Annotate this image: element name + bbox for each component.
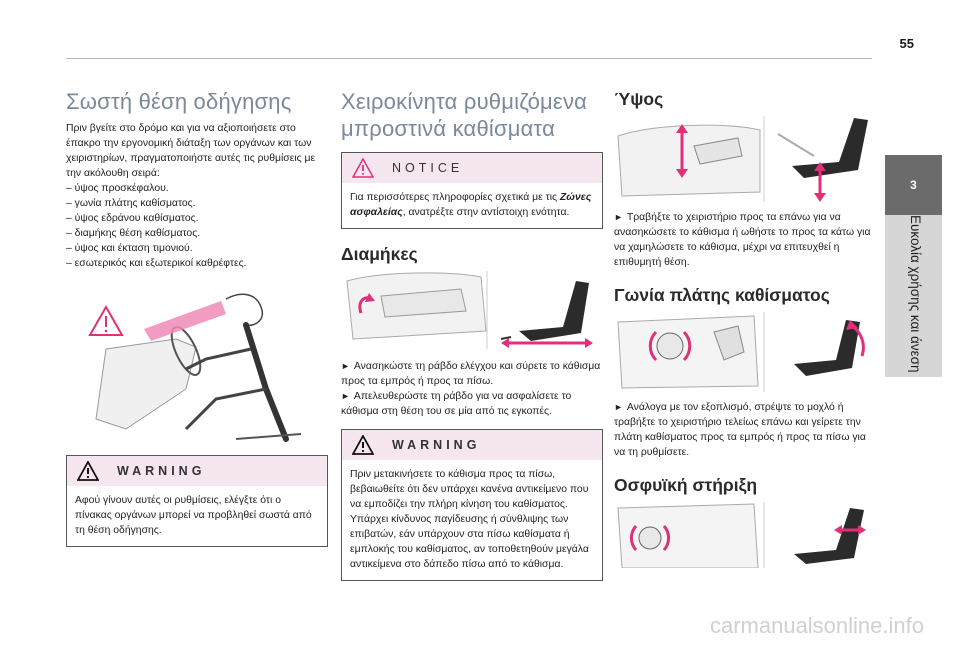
notice-text-part: Για περισσότερες πληροφορίες σχετικά με … [350, 192, 560, 203]
column-manual-seats: Χειροκίνητα ρυθμιζόμενα μπροστινά καθίσμ… [341, 82, 603, 581]
seat-belts-link-text: Ζώνες ασφαλείας [350, 192, 592, 218]
notice-box: NOTICE Για περισσότερες πληροφορίες σχετ… [341, 152, 603, 229]
step-arrow-icon: ► [614, 402, 623, 412]
warning-box-seat-movement: WARNING Πριν μετακινήσετε το κάθισμα προ… [341, 429, 603, 581]
notice-header: NOTICE [342, 153, 602, 183]
step-text: Ανασηκώστε τη ράβδο ελέγχου και σύρετε τ… [341, 361, 601, 387]
step-text: Απελευθερώστε τη ράβδο για να ασφαλίσετε… [341, 391, 572, 417]
section-heading-driving-position: Σωστή θέση οδήγησης [66, 89, 292, 114]
section-heading-lumbar: Οσφυϊκή στήριξη [614, 475, 758, 495]
chapter-title: Ευκολία χρήσης και άνεση [908, 215, 923, 373]
column-driving-position: Σωστή θέση οδήγησης Πριν βγείτε στο δρόμ… [66, 82, 328, 547]
notice-title: NOTICE [392, 161, 464, 175]
warning-triangle-icon [77, 461, 99, 481]
list-item: γωνία πλάτης καθίσματος. [66, 196, 328, 211]
section-heading-longitudinal: Διαμήκες [341, 244, 418, 264]
driving-position-illustration [66, 279, 328, 449]
notice-triangle-icon [352, 158, 374, 178]
warning-box-driving-position: WARNING Αφού γίνουν αυτές οι ρυθμίσεις, … [66, 455, 328, 547]
warning-triangle-icon [88, 304, 124, 336]
warning-triangle-icon [352, 435, 374, 455]
height-step: ►Τραβήξτε το χειριστήριο προς τα επάνω γ… [614, 210, 876, 270]
list-item: εσωτερικός και εξωτερικοί καθρέφτες. [66, 256, 328, 271]
watermark: carmanualsonline.info [709, 613, 924, 638]
notice-text-part: , ανατρέξτε στην αντίστοιχη ενότητα. [402, 207, 570, 218]
warning-text: Αφού γίνουν αυτές οι ρυθμίσεις, ελέγξτε … [75, 495, 312, 536]
list-item: ύψος εδράνου καθίσματος. [66, 211, 328, 226]
height-illustration [614, 116, 876, 202]
warning-header: WARNING [342, 430, 602, 460]
section-heading-manual-seats: Χειροκίνητα ρυθμιζόμενα μπροστινά καθίσμ… [341, 89, 588, 141]
warning-header: WARNING [67, 456, 327, 486]
step-text: Ανάλογα με τον εξοπλισμό, στρέψτε το μοχ… [614, 402, 866, 458]
backrest-illustration [614, 312, 876, 392]
warning-text: Πριν μετακινήσετε το κάθισμα προς τα πίσ… [350, 469, 589, 570]
longitudinal-illustration [341, 271, 603, 353]
driving-position-intro: Πριν βγείτε στο δρόμο και για να αξιοποι… [66, 123, 316, 179]
list-item: ύψος προσκέφαλου. [66, 181, 328, 196]
chapter-number: 3 [885, 155, 942, 215]
list-item: ύψος και έκταση τιμονιού. [66, 241, 328, 256]
lumbar-illustration [614, 502, 876, 569]
notice-text: Για περισσότερες πληροφορίες σχετικά με … [342, 183, 602, 228]
page-number: 55 [899, 36, 914, 51]
backrest-step: ►Ανάλογα με τον εξοπλισμό, στρέψτε το μο… [614, 400, 876, 460]
longitudinal-step-2: ►Απελευθερώστε τη ράβδο για να ασφαλίσετ… [341, 389, 603, 419]
warning-title: WARNING [117, 464, 206, 478]
step-arrow-icon: ► [614, 212, 623, 222]
list-item: διαμήκης θέση καθίσματος. [66, 226, 328, 241]
warning-title: WARNING [392, 438, 481, 452]
longitudinal-step-1: ►Ανασηκώστε τη ράβδο ελέγχου και σύρετε … [341, 359, 603, 389]
top-rule [66, 58, 872, 59]
step-arrow-icon: ► [341, 391, 350, 401]
step-arrow-icon: ► [341, 361, 350, 371]
column-seat-adjustments: Ύψος ►Τραβήξτε το χειριστήριο προς τα επ… [614, 82, 876, 569]
adjustment-order-list: ύψος προσκέφαλου. γωνία πλάτης καθίσματο… [66, 181, 328, 271]
step-text: Τραβήξτε το χειριστήριο προς τα επάνω γι… [614, 212, 871, 268]
section-heading-backrest: Γωνία πλάτης καθίσματος [614, 285, 830, 305]
section-heading-height: Ύψος [614, 89, 664, 109]
